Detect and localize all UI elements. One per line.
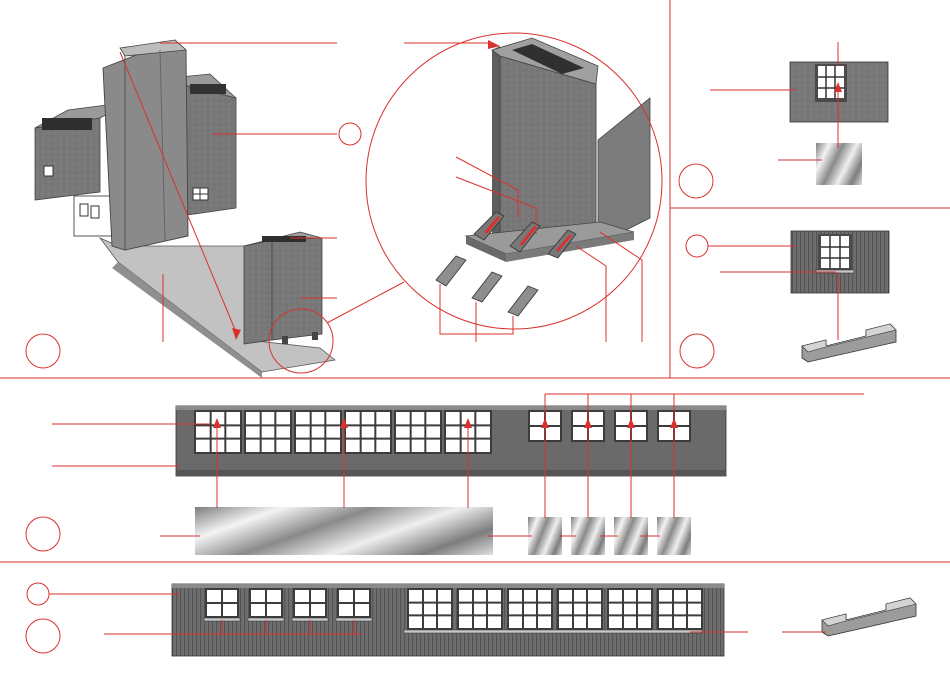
wall-window (394, 410, 442, 454)
step-e-wall (176, 406, 726, 555)
wall-window (244, 410, 292, 454)
step-d-window (791, 231, 896, 362)
ribbed-wall-window (249, 588, 283, 618)
ribbed-wall-window (337, 588, 371, 618)
sill-block-icon (822, 598, 916, 636)
ribbed-wall-window-large (557, 588, 603, 630)
ribbed-wall-window-large (607, 588, 653, 630)
ribbed-wall-window-large (507, 588, 553, 630)
glazing-sheet-icon (816, 143, 862, 185)
step-b-detail (436, 38, 650, 316)
wall-window (294, 410, 342, 454)
ribbed-wall-window (293, 588, 327, 618)
ribbed-wall-window-large (407, 588, 453, 630)
wall-window (344, 410, 392, 454)
wall-window (194, 410, 242, 454)
ribbed-wall-window (205, 588, 239, 618)
glazing-strip-icon (195, 507, 493, 555)
step-c-window (790, 62, 888, 185)
ribbed-wall-window-large (657, 588, 703, 630)
ribbed-wall-window-large (457, 588, 503, 630)
step-f-wall (172, 584, 916, 656)
sill-block-icon (802, 324, 896, 362)
